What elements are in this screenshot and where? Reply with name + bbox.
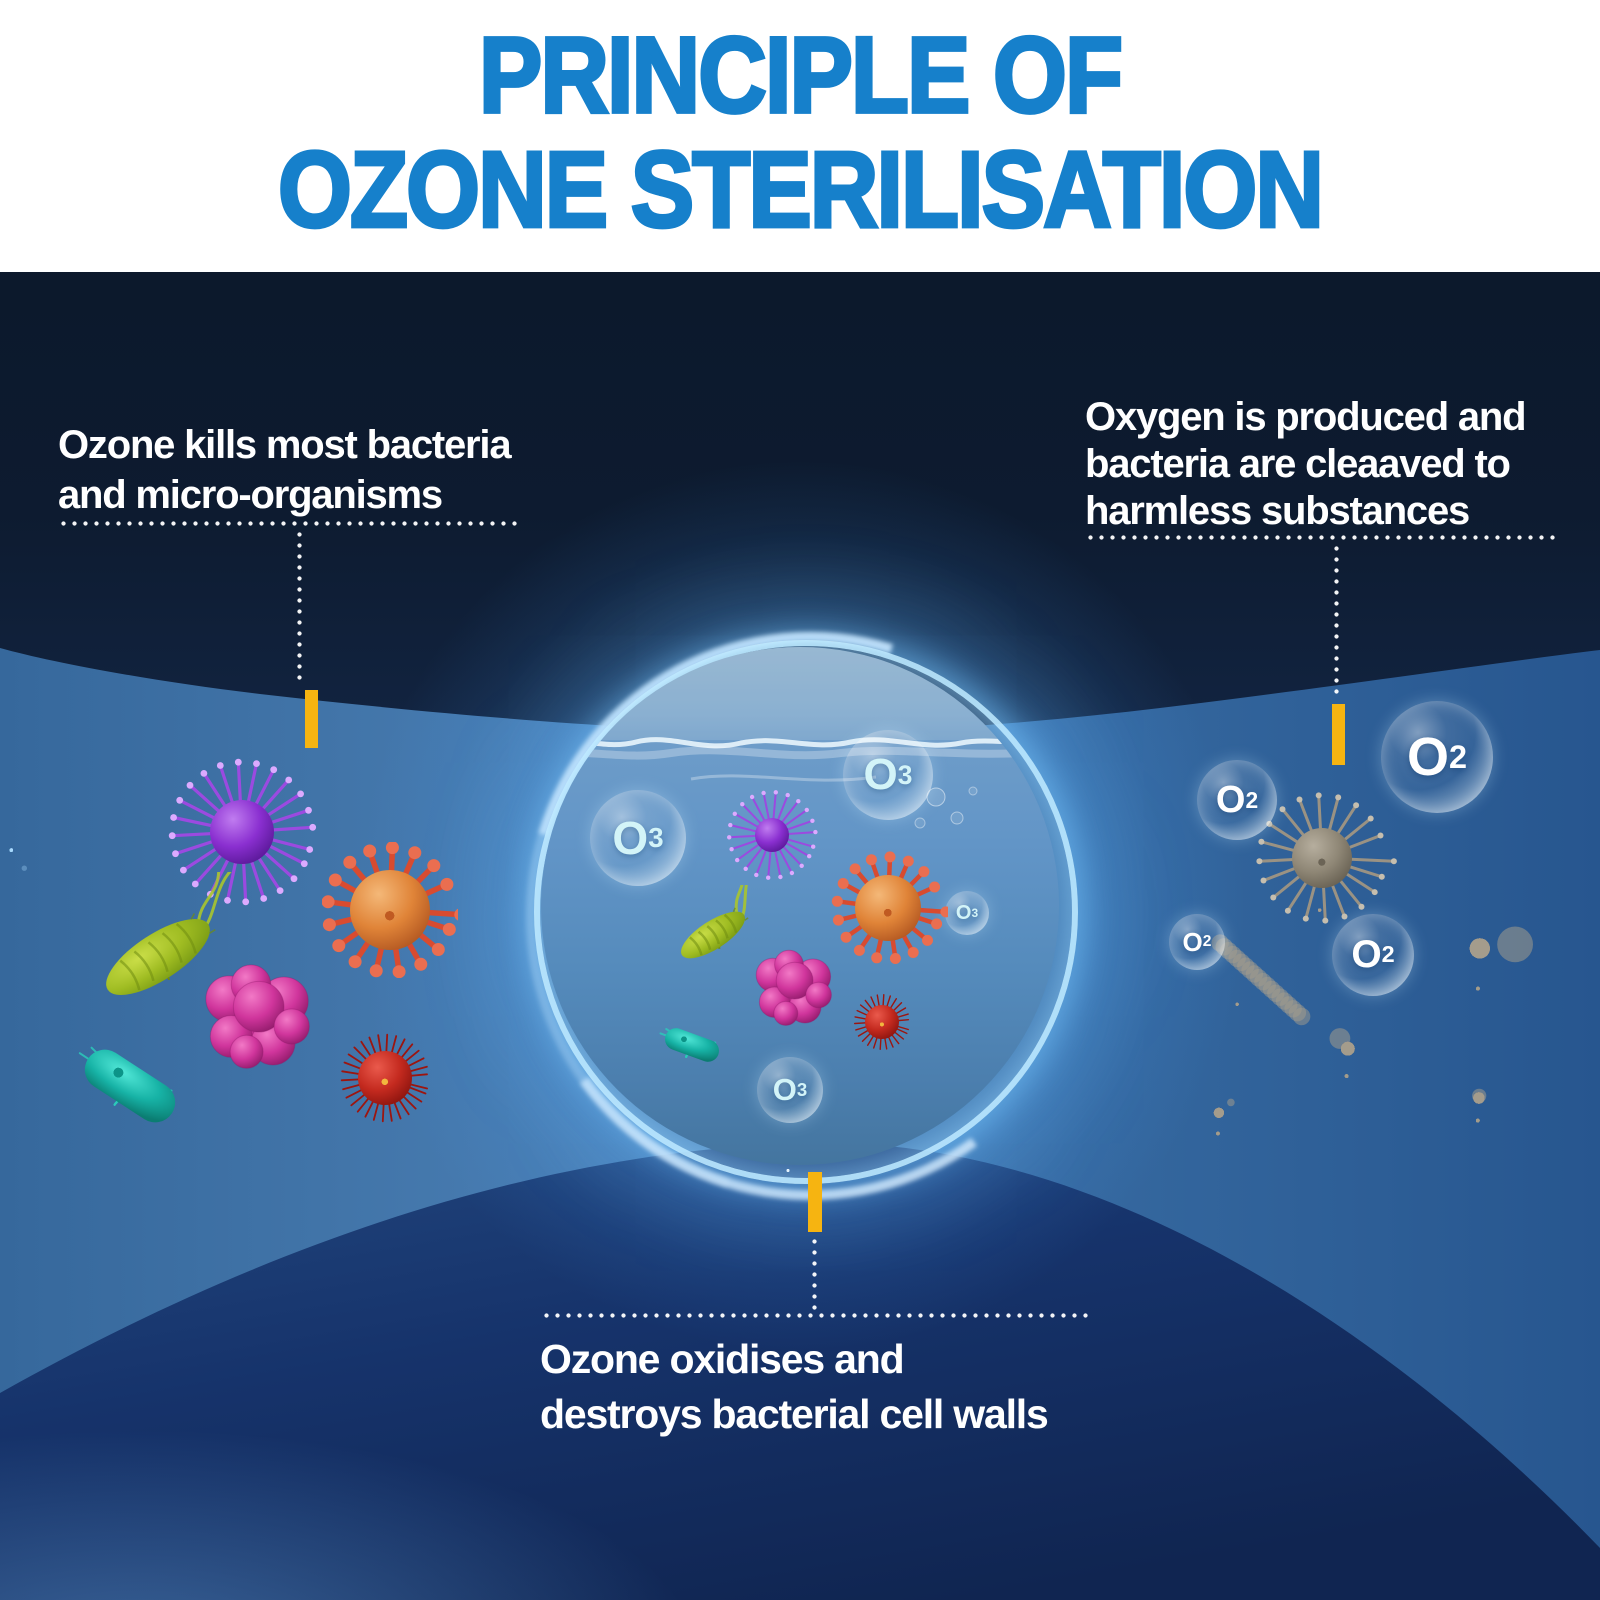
oxygen-subscript: 2 — [1381, 941, 1395, 968]
purple-virus-icon — [157, 747, 327, 917]
ozone-subscript: 3 — [971, 906, 979, 920]
red-virus-icon — [337, 1030, 433, 1126]
orange-virus-icon — [828, 848, 952, 968]
dotted-connector-right-vertical — [1334, 543, 1339, 699]
gray-splat-debris-icon — [1177, 1068, 1261, 1152]
oxygen-symbol: O — [1215, 778, 1246, 821]
ozone-symbol: O — [772, 1072, 797, 1107]
water-surface — [541, 647, 1059, 829]
pink-cocci-cluster-icon — [199, 958, 314, 1073]
callout-bottom-line-1: Ozone oxidises and — [540, 1336, 905, 1382]
red-virus-icon — [852, 992, 912, 1052]
green-bacterium-icon — [58, 864, 258, 1042]
oxygen-symbol: O — [1406, 727, 1449, 787]
callout-bottom: Ozone oxidises and destroys bacterial ce… — [540, 1332, 1049, 1442]
ozone-subscript: 3 — [648, 822, 664, 854]
connector-bar-right — [1332, 704, 1345, 765]
teal-rod-bacterium-icon — [657, 1017, 727, 1073]
dotted-connector-bottom-vertical — [812, 1236, 817, 1312]
oxygen-subscript: 2 — [1202, 933, 1212, 951]
purple-virus-icon — [717, 780, 827, 890]
page-title-line-2: OZONE STERILISATION — [276, 129, 1325, 251]
dotted-connector-bottom — [541, 1313, 1091, 1318]
page-title-line-1: PRINCIPLE OF — [477, 14, 1124, 136]
oxygen-symbol: O — [1351, 933, 1382, 976]
dotted-connector-left-vertical — [297, 529, 302, 685]
callout-right-line-1: Oxygen is produced and — [1085, 395, 1527, 439]
callout-left-line-1: Ozone kills most bacteria — [58, 423, 512, 467]
ozone-subscript: 3 — [897, 759, 913, 790]
gray-virus-debris-icon — [1247, 783, 1397, 933]
callout-right-line-2: bacteria are cleaaved to — [1085, 442, 1511, 486]
ozone-symbol: O — [863, 750, 898, 799]
callout-left: Ozone kills most bacteria and micro-orga… — [58, 420, 512, 520]
connector-bar-bottom — [808, 1172, 822, 1232]
callout-bottom-line-2: destroys bacterial cell walls — [540, 1391, 1049, 1437]
dotted-connector-left — [58, 521, 523, 526]
pink-cocci-cluster-icon — [751, 945, 835, 1029]
left-edge-bubbles — [0, 792, 44, 1022]
callout-right-line-3: harmless substances — [1085, 489, 1470, 533]
ozone-symbol: O — [612, 812, 649, 864]
oxygen-symbol: O — [1182, 926, 1203, 957]
oxygen-subscript: 2 — [1449, 738, 1468, 775]
gray-splat-debris-icon — [1434, 1050, 1524, 1140]
page-title: PRINCIPLE OF OZONE STERILISATION — [40, 14, 1560, 251]
callout-right: Oxygen is produced and bacteria are clea… — [1085, 394, 1527, 535]
gray-cluster-debris-icon — [1295, 992, 1401, 1098]
callout-left-line-2: and micro-organisms — [58, 473, 443, 517]
connector-bar-left — [305, 690, 318, 748]
ozone-subscript: 3 — [796, 1078, 808, 1100]
orange-virus-icon — [321, 841, 468, 979]
ozone-sphere-ring — [534, 640, 1078, 1184]
ozone-symbol: O — [955, 901, 972, 924]
green-bacterium-icon — [653, 866, 773, 985]
header-band: PRINCIPLE OF OZONE STERILISATION — [0, 0, 1600, 272]
teal-rod-bacterium-icon — [62, 1026, 198, 1146]
gray-splat-debris-icon — [1402, 865, 1558, 1021]
dotted-connector-right — [1085, 535, 1560, 540]
oxygen-subscript: 2 — [1245, 786, 1259, 813]
